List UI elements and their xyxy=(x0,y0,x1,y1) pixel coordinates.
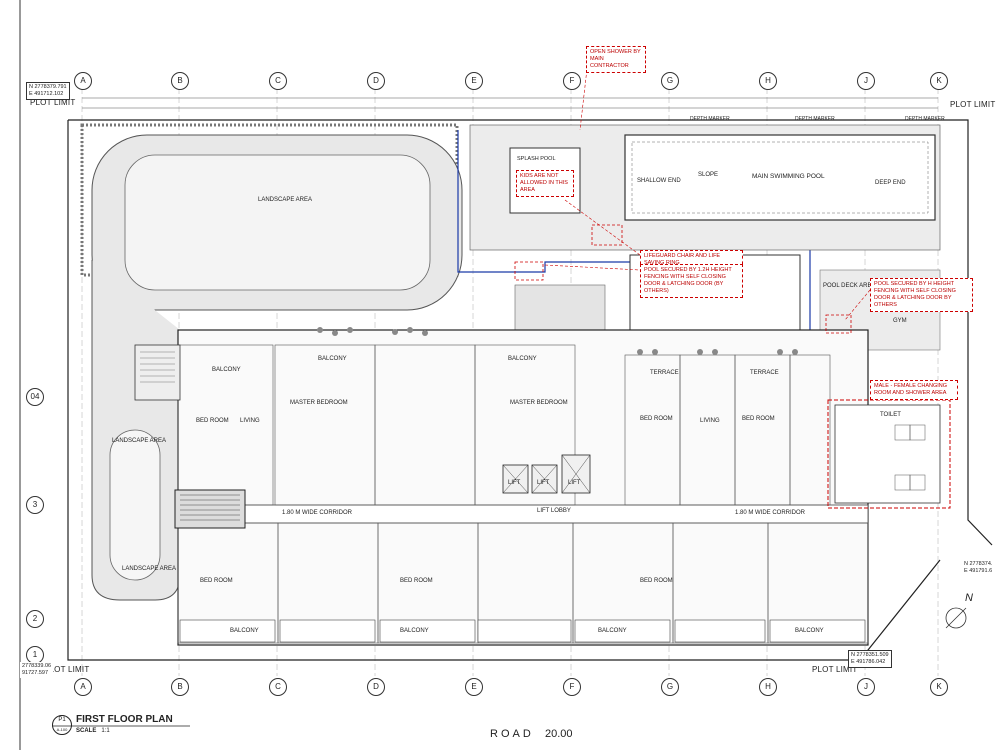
grid-bubble-J-top: J xyxy=(857,72,875,90)
room-label-terrace-1: TERRACE xyxy=(650,370,679,376)
grid-bubble-row-3: 3 xyxy=(26,496,44,514)
pool-deck-label: POOL DECK AREA xyxy=(823,283,876,289)
grid-bubble-row-04: 04 xyxy=(26,388,44,406)
grid-bubble-A-bottom: A xyxy=(74,678,92,696)
room-label-balcony-1: BALCONY xyxy=(212,367,241,373)
corridor-label-left: 1.80 M WIDE CORRIDOR xyxy=(282,510,353,516)
lift-lobby-label: LIFT LOBBY xyxy=(537,508,571,514)
room-label-bedroom-b2: BED ROOM xyxy=(400,578,433,584)
grid-bubble-F-bottom: F xyxy=(563,678,581,696)
landscape-area-main-label: LANDSCAPE AREA xyxy=(258,197,313,203)
title-block: P1 A-100 FIRST FLOOR PLAN SCALE 1:1 xyxy=(52,712,252,742)
grid-bubble-C-bottom: C xyxy=(269,678,287,696)
annotation-changing-room: MALE - FEMALE CHANGING ROOM AND SHOWER A… xyxy=(870,380,958,400)
room-label-bedroom-3: BED ROOM xyxy=(742,416,775,422)
landscape-area-bottom-label: LANDSCAPE AREA xyxy=(122,566,177,572)
grid-bubble-H-bottom: H xyxy=(759,678,777,696)
room-label-balcony-b3: BALCONY xyxy=(598,628,627,634)
annotation-pool-secured-right: POOL SECURED BY H HEIGHT FENCING WITH SE… xyxy=(870,278,973,312)
grid-bubble-J-bottom: J xyxy=(857,678,875,696)
grid-bubble-K-top: K xyxy=(930,72,948,90)
lift-label-3: LIFT xyxy=(568,480,581,486)
grid-bubble-C-top: C xyxy=(269,72,287,90)
shallow-end-label: SHALLOW END xyxy=(637,178,681,184)
room-label-balcony-b1: BALCONY xyxy=(230,628,259,634)
room-label-balcony-b4: BALCONY xyxy=(795,628,824,634)
scale-label: SCALE 1:1 xyxy=(76,728,110,734)
depth-marker-label-3: DEPTH MARKER xyxy=(905,116,945,122)
plot-limit-top-right: PLOT LIMIT xyxy=(950,100,996,109)
sheet-ref-bottom: A-100 xyxy=(56,727,68,732)
drawing-title: FIRST FLOOR PLAN xyxy=(76,714,173,725)
grid-bubble-A-top: A xyxy=(74,72,92,90)
main-pool-label: MAIN SWIMMING POOL xyxy=(752,173,825,180)
room-label-bedroom-2: BED ROOM xyxy=(640,416,673,422)
sheet-reference-bubble: P1 A-100 xyxy=(52,715,72,735)
grid-bubble-E-top: E xyxy=(465,72,483,90)
grid-bubble-B-bottom: B xyxy=(171,678,189,696)
grid-bubble-K-bottom: K xyxy=(930,678,948,696)
room-label-balcony-2: BALCONY xyxy=(318,356,347,362)
landscape-area-left-label: LANDSCAPE AREA xyxy=(112,438,167,444)
slope-label: SLOPE xyxy=(698,172,719,178)
coordinate-right: N 2778374.E 491791.6 xyxy=(962,560,995,576)
grid-bubble-F-top: F xyxy=(563,72,581,90)
grid-bubble-G-bottom: G xyxy=(661,678,679,696)
sheet-ref-top: P1 xyxy=(58,717,66,723)
room-label-master-bedroom-2: MASTER BEDROOM xyxy=(510,400,568,406)
splash-pool-label: SPLASH POOL xyxy=(517,156,556,162)
room-label-master-bedroom-1: MASTER BEDROOM xyxy=(290,400,348,406)
annotation-pool-secured-left: POOL SECURED BY 1.2H HEIGHT FENCING WITH… xyxy=(640,264,743,298)
road-width: 20.00 xyxy=(545,728,573,740)
grid-bubble-B-top: B xyxy=(171,72,189,90)
plot-limit-top-left: PLOT LIMIT xyxy=(30,98,76,107)
depth-marker-label-1: DEPTH MARKER xyxy=(690,116,730,122)
grid-bubble-D-bottom: D xyxy=(367,678,385,696)
grid-bubble-row-2: 2 xyxy=(26,610,44,628)
grid-bubble-D-top: D xyxy=(367,72,385,90)
corridor-label-right: 1.80 M WIDE CORRIDOR xyxy=(735,510,806,516)
grid-bubble-H-top: H xyxy=(759,72,777,90)
road-label: ROAD xyxy=(490,728,534,740)
annotation-open-shower: OPEN SHOWER BY MAIN CONTRACTOR xyxy=(586,46,646,73)
room-label-balcony-b2: BALCONY xyxy=(400,628,429,634)
plot-limit-bottom-left: PLOT LIMIT xyxy=(44,665,90,674)
room-label-living-2: LIVING xyxy=(700,418,720,424)
annotation-kids-not-allowed: KIDS ARE NOT ALLOWED IN THIS AREA xyxy=(516,170,574,197)
room-label-terrace-2: TERRACE xyxy=(750,370,779,376)
room-label-bedroom-b1: BED ROOM xyxy=(200,578,233,584)
depth-marker-label-2: DEPTH MARKER xyxy=(795,116,835,122)
lift-label-1: LIFT xyxy=(508,480,521,486)
grid-bubble-E-bottom: E xyxy=(465,678,483,696)
room-label-balcony-3: BALCONY xyxy=(508,356,537,362)
lift-label-2: LIFT xyxy=(537,480,550,486)
north-arrow-label: N xyxy=(965,592,973,604)
grid-bubble-G-top: G xyxy=(661,72,679,90)
gym-label: GYM xyxy=(893,318,907,324)
room-label-bedroom-b3: BED ROOM xyxy=(640,578,673,584)
toilet-label: TOILET xyxy=(880,412,901,418)
room-label-bedroom-1: BED ROOM xyxy=(196,418,229,424)
deep-end-label: DEEP END xyxy=(875,180,906,186)
room-label-living-1: LIVING xyxy=(240,418,260,424)
plot-limit-bottom-right: PLOT LIMIT xyxy=(812,665,858,674)
